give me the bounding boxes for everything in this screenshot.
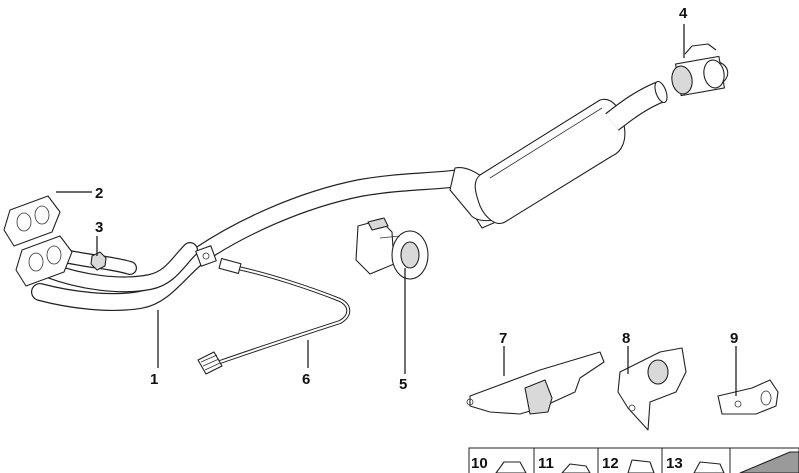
small-bracket[interactable] [717,379,779,415]
hex-nut[interactable] [90,251,107,271]
callout-10[interactable]: 10 [471,455,488,472]
callout-12[interactable]: 12 [602,455,619,472]
callout-13[interactable]: 13 [666,455,683,472]
callout-11[interactable]: 11 [538,455,554,472]
callout-3[interactable]: 3 [95,219,103,236]
small-parts-strip [468,447,799,473]
exhaust-pipe-assembly[interactable] [31,80,669,311]
callout-1[interactable]: 1 [150,371,158,388]
heat-shield-bracket[interactable] [466,351,605,415]
exhaust-gasket-flanges[interactable] [3,195,73,287]
oxygen-sensor[interactable] [197,258,351,375]
callout-5[interactable]: 5 [399,376,407,393]
callout-8[interactable]: 8 [622,330,630,347]
rubber-hanger-mount[interactable] [355,217,429,280]
pipe-clamp[interactable] [670,43,731,97]
callout-9[interactable]: 9 [730,330,738,347]
mounting-bracket[interactable] [617,347,687,431]
callout-6[interactable]: 6 [302,371,310,388]
leader-lines [56,24,737,396]
callout-4[interactable]: 4 [679,5,688,22]
callout-7[interactable]: 7 [499,330,507,347]
callout-2[interactable]: 2 [95,185,103,202]
